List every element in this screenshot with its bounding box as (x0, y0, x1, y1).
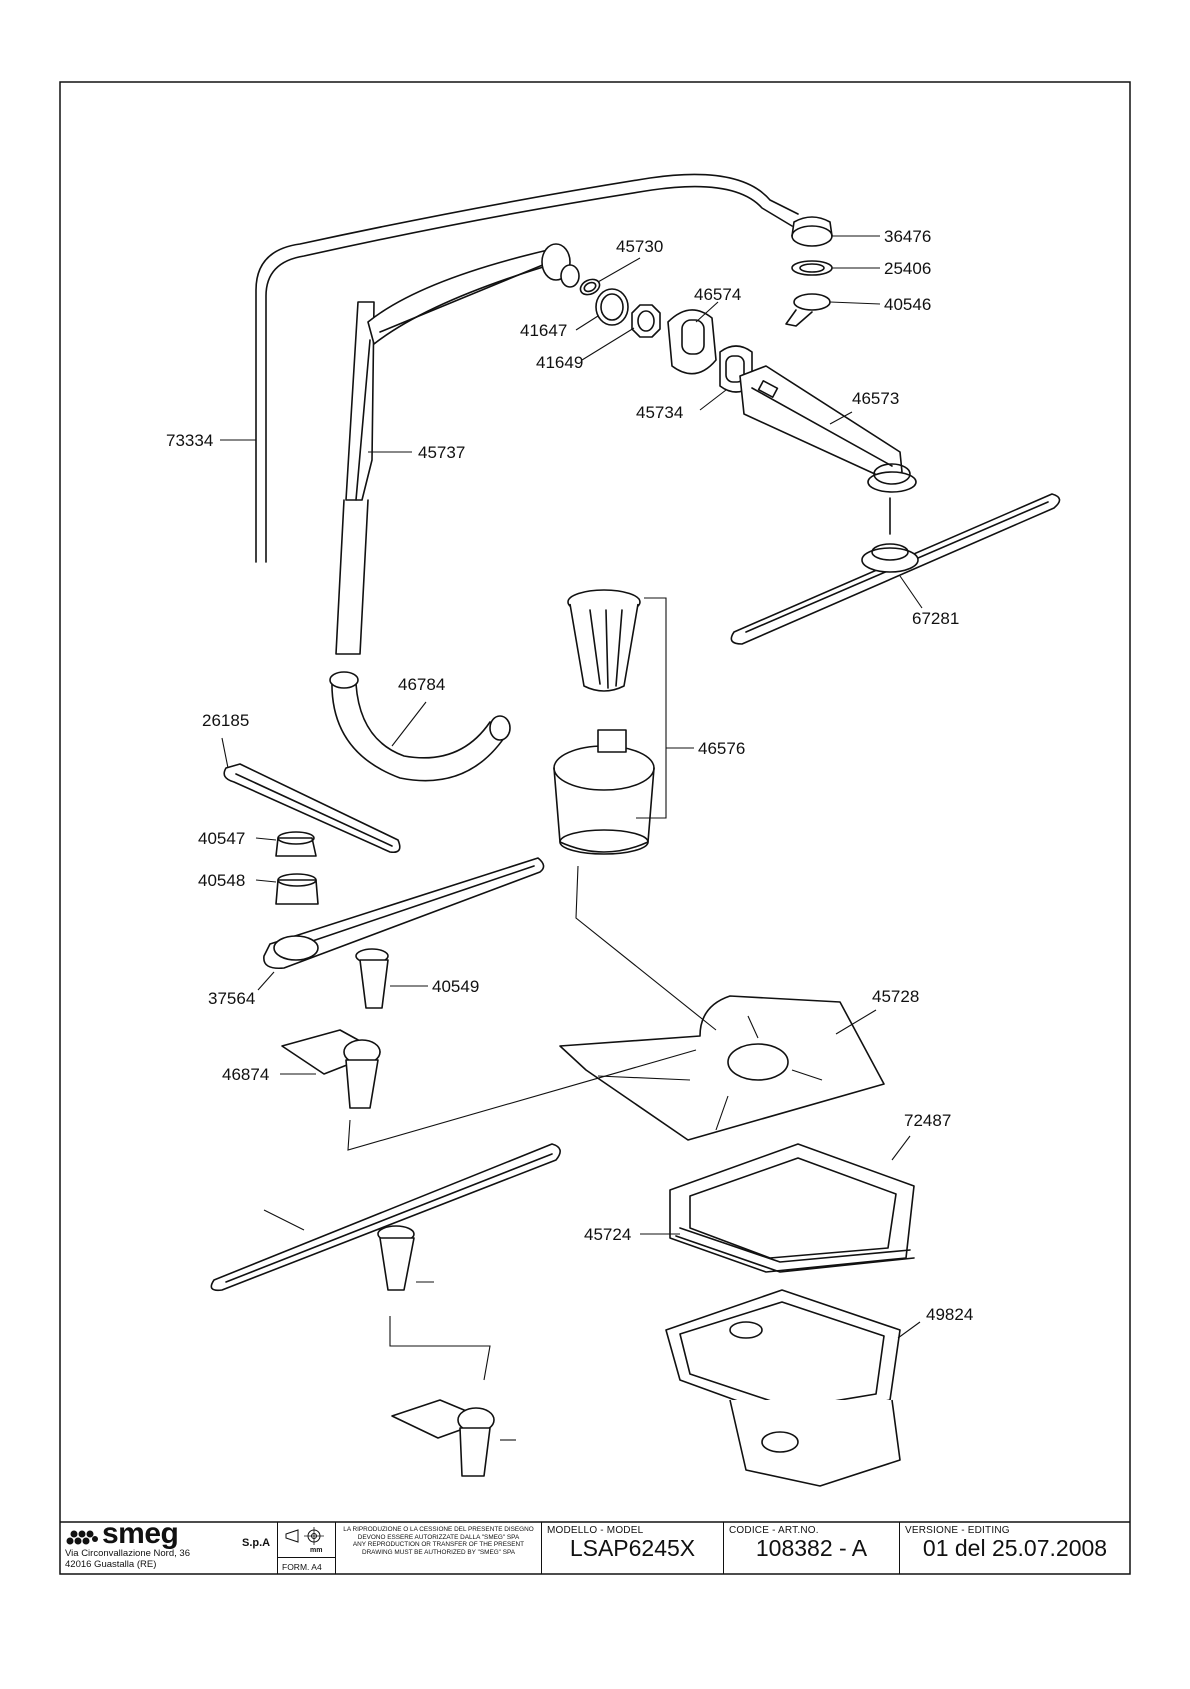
label-41647: 41647 (520, 321, 567, 340)
part-45728-gasket-sheet (559, 995, 885, 1141)
copyright-notice-cell: La riproduzione o la cessione del presen… (336, 1522, 542, 1574)
part-26185-bar (223, 763, 401, 854)
label-45724: 45724 (584, 1225, 631, 1244)
version-caption: VERSIONE - EDITING (905, 1525, 1010, 1536)
version-cell: VERSIONE - EDITING 01 del 25.07.2008 (900, 1522, 1130, 1574)
part-72487-frame (669, 1143, 915, 1273)
label-46573: 46573 (852, 389, 899, 408)
part-40546-bracket (785, 293, 831, 327)
part-45724-seal (675, 1227, 915, 1273)
notice-italian: La riproduzione o la cessione del presen… (343, 1526, 534, 1541)
part-41647-seal (595, 288, 629, 326)
part-46784-hose (329, 671, 511, 782)
part-number-labels: 36476 25406 40546 45730 46574 41647 4164… (166, 227, 973, 1324)
label-40548: 40548 (198, 871, 245, 890)
label-46574: 46574 (694, 285, 741, 304)
address-line-1: Via Circonvallazione Nord, 36 (65, 1548, 190, 1559)
part-45730-ring (579, 278, 601, 296)
label-46784: 46784 (398, 675, 445, 694)
label-73334: 73334 (166, 431, 213, 450)
part-46574-connector (667, 309, 717, 375)
address-line-2: 42016 Guastalla (RE) (65, 1559, 157, 1570)
sheet-format: FORM. A4 (282, 1562, 322, 1572)
part-36476-cap (791, 216, 833, 247)
part-lower-spray-arm (210, 1143, 561, 1292)
model-caption: MODELLO - MODEL (547, 1525, 644, 1536)
part-46573-feed-arm (739, 365, 917, 493)
label-46576: 46576 (698, 739, 745, 758)
label-45730: 45730 (616, 237, 663, 256)
part-46874-holder (281, 1029, 381, 1109)
part-40548-nut (275, 873, 319, 905)
part-41649-nut (631, 304, 661, 338)
label-41649: 41649 (536, 353, 583, 372)
code-value: 108382 - A (755, 1535, 868, 1561)
unit-label: mm (310, 1547, 323, 1554)
brand-suffix: S.p.A (242, 1537, 271, 1549)
part-25406-washer (791, 260, 833, 276)
version-value: 01 del 25.07.2008 (922, 1535, 1108, 1561)
label-40546: 40546 (884, 295, 931, 314)
notice-english: Any reproduction or transfer of the pres… (352, 1541, 525, 1556)
brand-wordmark: smeg (102, 1517, 179, 1550)
label-40549: 40549 (432, 977, 479, 996)
part-67281-upper-spray-arm (730, 493, 1061, 645)
brand-logo-dots (66, 1526, 100, 1546)
drawing-frame (59, 81, 1131, 1575)
article-code-cell: CODICE - ART.NO. 108382 - A (724, 1522, 900, 1574)
brand-cell: smeg S.p.A Via Circonvallazione Nord, 36… (60, 1517, 278, 1574)
label-46874: 46874 (222, 1065, 269, 1084)
projection-symbol-icon (285, 1527, 324, 1545)
label-45737: 45737 (418, 443, 465, 462)
part-lower-holder (391, 1399, 495, 1477)
part-49824-sump (665, 1289, 901, 1487)
part-73334-upper-tube (255, 173, 799, 563)
company-address: Via Circonvallazione Nord, 36 42016 Guas… (65, 1548, 190, 1570)
leader-lines (220, 235, 923, 1441)
part-40547-nut (275, 831, 317, 857)
part-45737-conduit (335, 243, 580, 655)
part-46576-filter (553, 589, 655, 855)
label-26185: 26185 (202, 711, 249, 730)
code-caption: CODICE - ART.NO. (729, 1525, 819, 1536)
part-37564-spray-arm (263, 857, 545, 970)
label-45734: 45734 (636, 403, 683, 422)
label-25406: 25406 (884, 259, 931, 278)
label-37564: 37564 (208, 989, 255, 1008)
label-49824: 49824 (926, 1305, 973, 1324)
label-36476: 36476 (884, 227, 931, 246)
format-cell: mm FORM. A4 (278, 1522, 336, 1574)
format-divider (278, 1557, 335, 1558)
label-45728: 45728 (872, 987, 919, 1006)
part-40549-nozzle (355, 948, 389, 1009)
label-40547: 40547 (198, 829, 245, 848)
label-67281: 67281 (912, 609, 959, 628)
model-cell: MODELLO - MODEL LSAP6245X (542, 1522, 724, 1574)
model-value: LSAP6245X (569, 1535, 696, 1561)
logo-dots-icon (66, 1530, 98, 1545)
label-72487: 72487 (904, 1111, 951, 1130)
